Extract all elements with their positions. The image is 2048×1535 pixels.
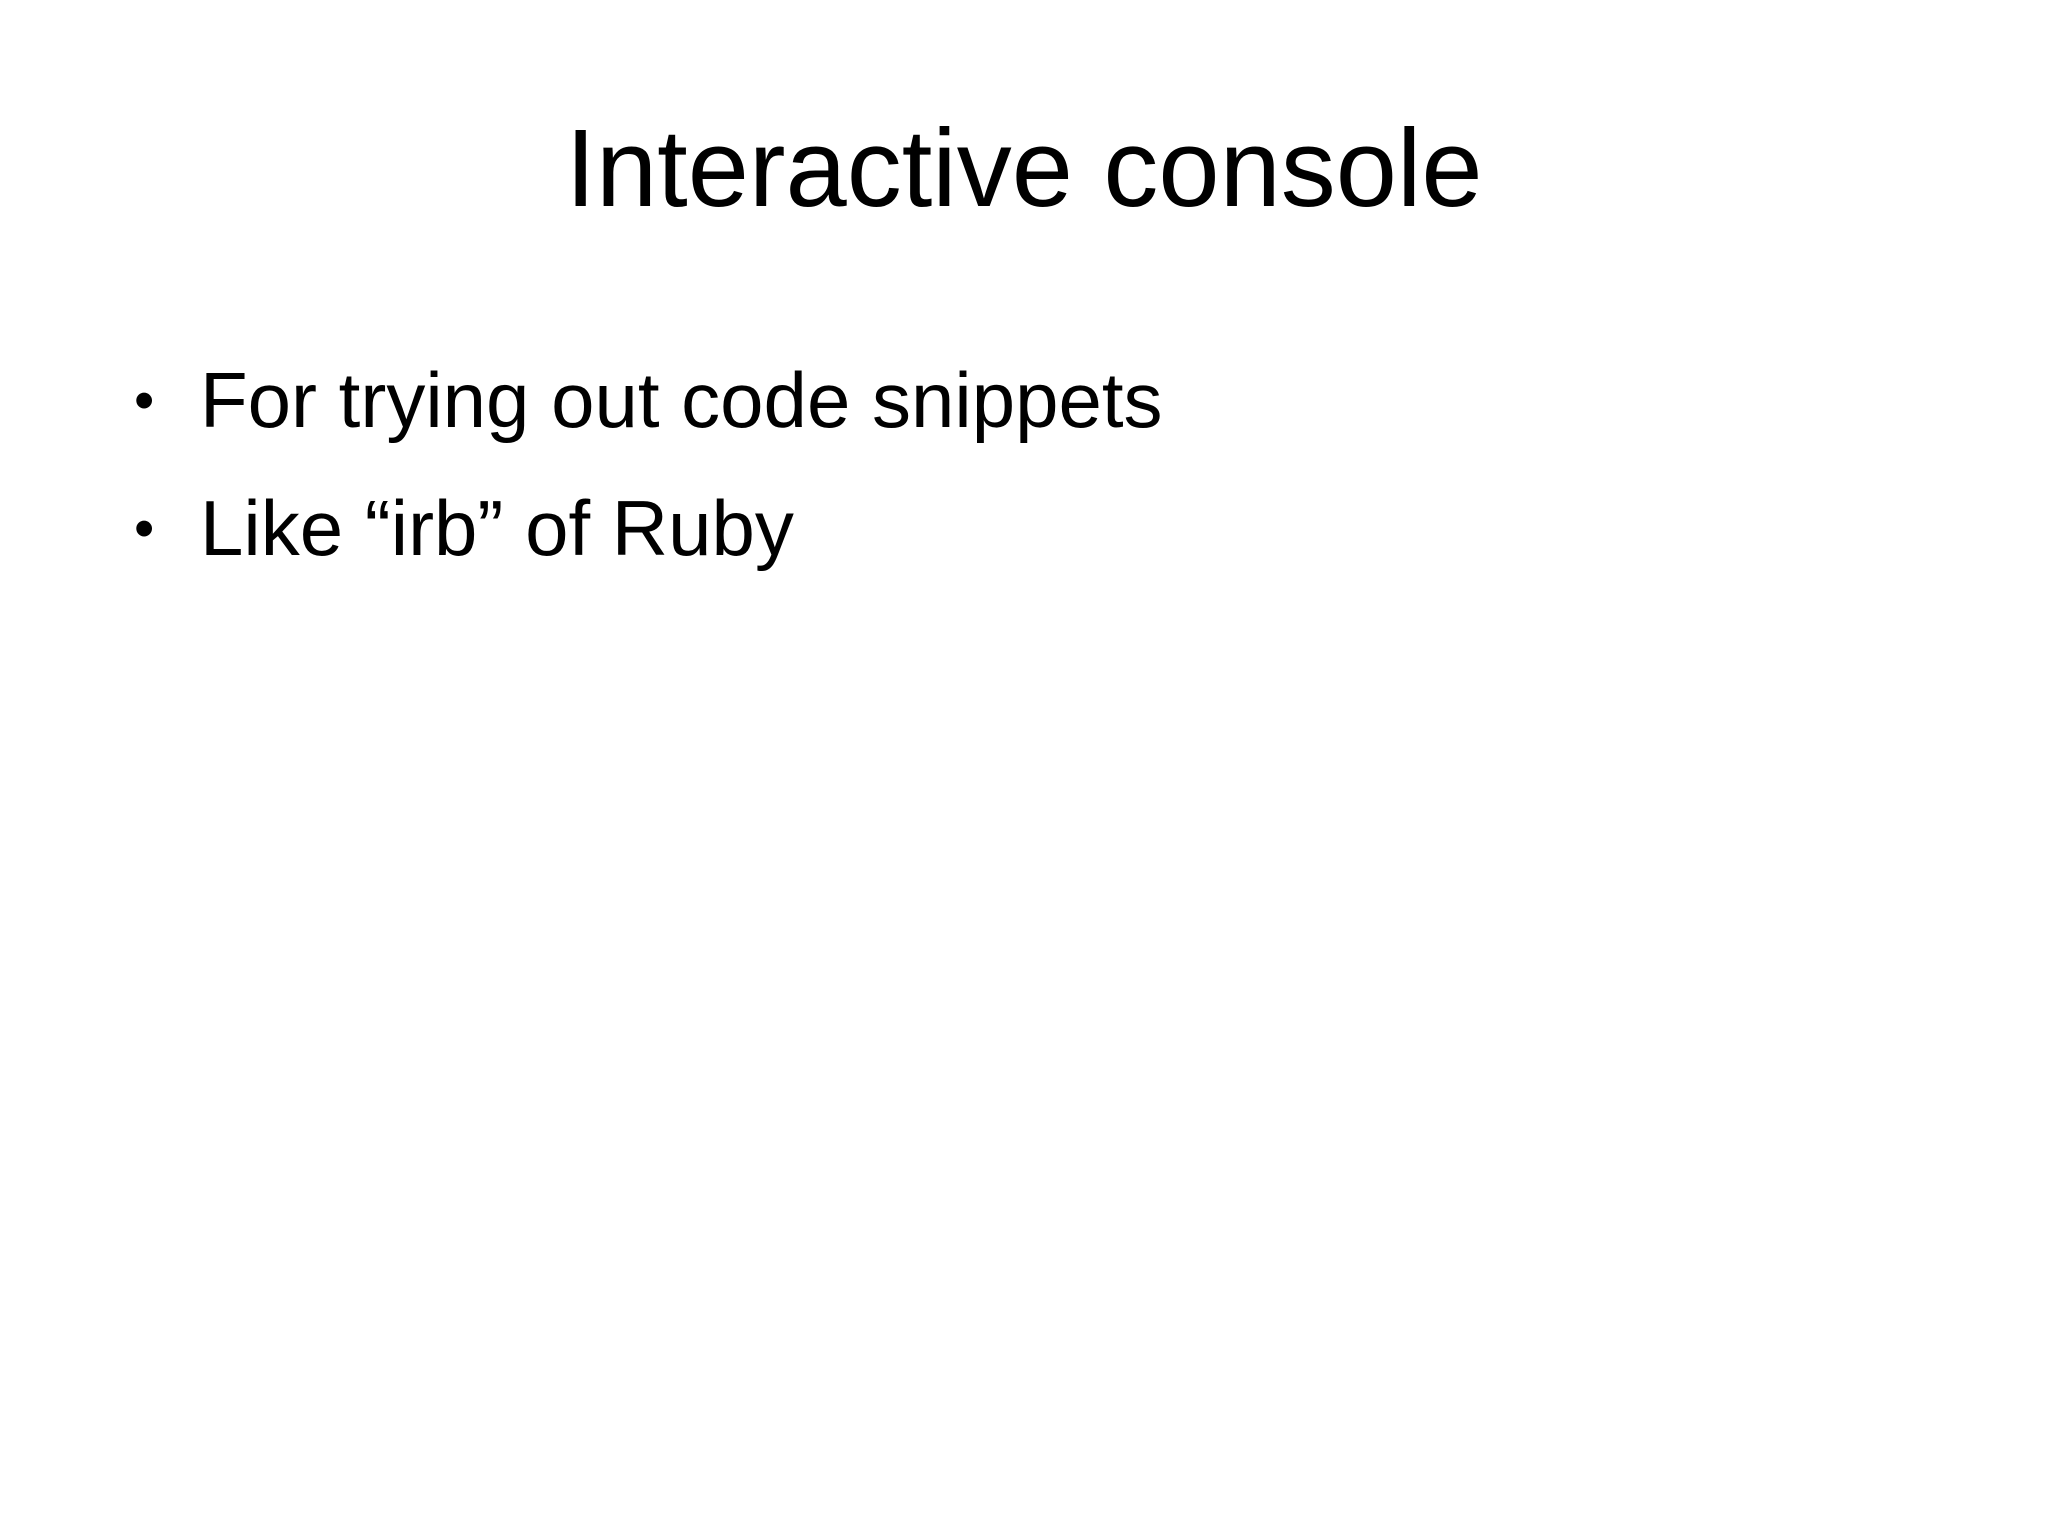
slide-title: Interactive console [565, 107, 1483, 230]
bullet-icon: • [134, 495, 155, 561]
list-item: • For trying out code snippets [128, 356, 1948, 444]
bullet-list: • For trying out code snippets • Like “i… [128, 356, 1948, 572]
bullet-text: For trying out code snippets [200, 356, 1163, 444]
bullet-text: Like “irb” of Ruby [200, 483, 794, 572]
list-item: • Like “irb” of Ruby [128, 483, 1948, 572]
bullet-icon: • [134, 368, 155, 433]
